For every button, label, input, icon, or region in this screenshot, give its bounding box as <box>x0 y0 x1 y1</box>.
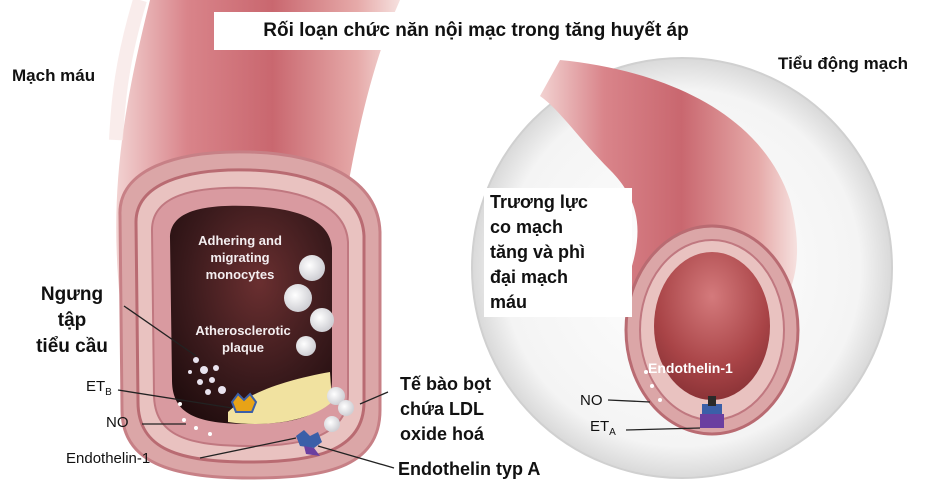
endothelin-label-left: Endothelin-1 <box>66 450 150 467</box>
arteriole-lumen <box>654 252 770 400</box>
platelet-label-line-2: tập <box>20 308 124 334</box>
platelet-label-line-3: tiểu cầu <box>20 334 124 360</box>
left-heading: Mạch máu <box>8 62 99 89</box>
et-a-text: ET <box>590 418 609 435</box>
callout-line-3: tăng và phì <box>490 240 626 265</box>
foam-cell-line-2: chứa LDL <box>400 397 491 422</box>
callout-line-5: máu <box>490 290 626 315</box>
callout-line-2: co mạch <box>490 215 626 240</box>
et-b-subscript: B <box>105 387 112 398</box>
platelet-label: Ngưng tập tiểu cầu <box>20 282 124 360</box>
plaque-label: Atherosclerotic plaque <box>188 322 298 356</box>
arteriole-callout: Trương lực co mạch tăng và phì đại mạch … <box>484 188 632 317</box>
endothelin-label-right: Endothelin-1 <box>648 360 733 376</box>
callout-line-4: đại mạch <box>490 265 626 290</box>
no-label-right: NO <box>580 392 603 409</box>
foam-cell-label: Tế bào bọt chứa LDL oxide hoá <box>394 370 497 449</box>
et-b-text: ET <box>86 378 105 395</box>
platelet-label-line-1: Ngưng <box>20 282 124 308</box>
endothelin-type-a-label: Endothelin typ A <box>398 459 540 480</box>
right-heading: Tiểu động mạch <box>774 50 912 77</box>
foam-cell-line-3: oxide hoá <box>400 422 491 447</box>
et-b-label: ETB <box>86 378 112 398</box>
diagram-title: Rối loạn chức năn nội mạc trong tăng huy… <box>214 12 738 50</box>
monocytes-label: Adhering and migrating monocytes <box>182 232 298 283</box>
foam-cell-line-1: Tế bào bọt <box>400 372 491 397</box>
no-label-left: NO <box>106 414 129 431</box>
et-a-label: ETA <box>590 418 616 438</box>
callout-line-1: Trương lực <box>490 190 626 215</box>
et-a-subscript: A <box>609 427 616 438</box>
